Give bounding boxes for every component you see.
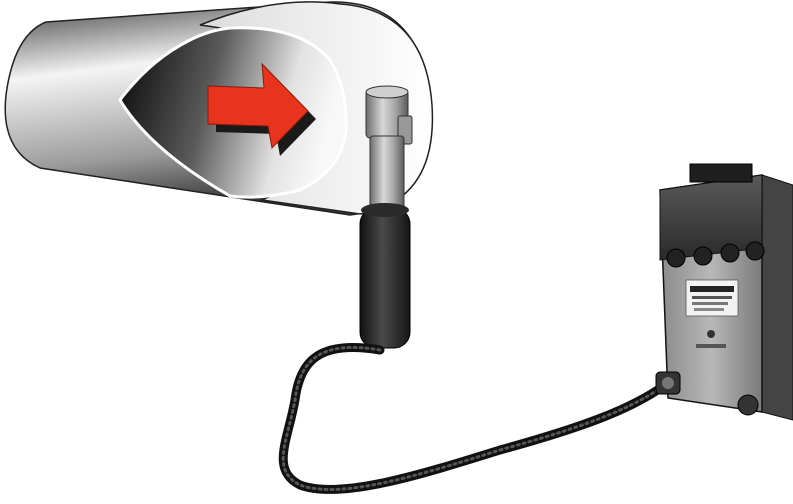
transmitter-side [762, 175, 793, 420]
probe-handle [360, 208, 410, 348]
coiled-cable [283, 347, 665, 489]
transmitter-unit [656, 164, 793, 420]
terminal-screw [667, 249, 685, 267]
terminal-screw [721, 244, 739, 262]
probe-shaft [370, 136, 404, 214]
cable-connector [656, 372, 680, 394]
mounting-screw [738, 395, 758, 415]
terminal-screw [746, 242, 764, 260]
terminal-screw [694, 247, 712, 265]
flow-probe [360, 86, 412, 348]
